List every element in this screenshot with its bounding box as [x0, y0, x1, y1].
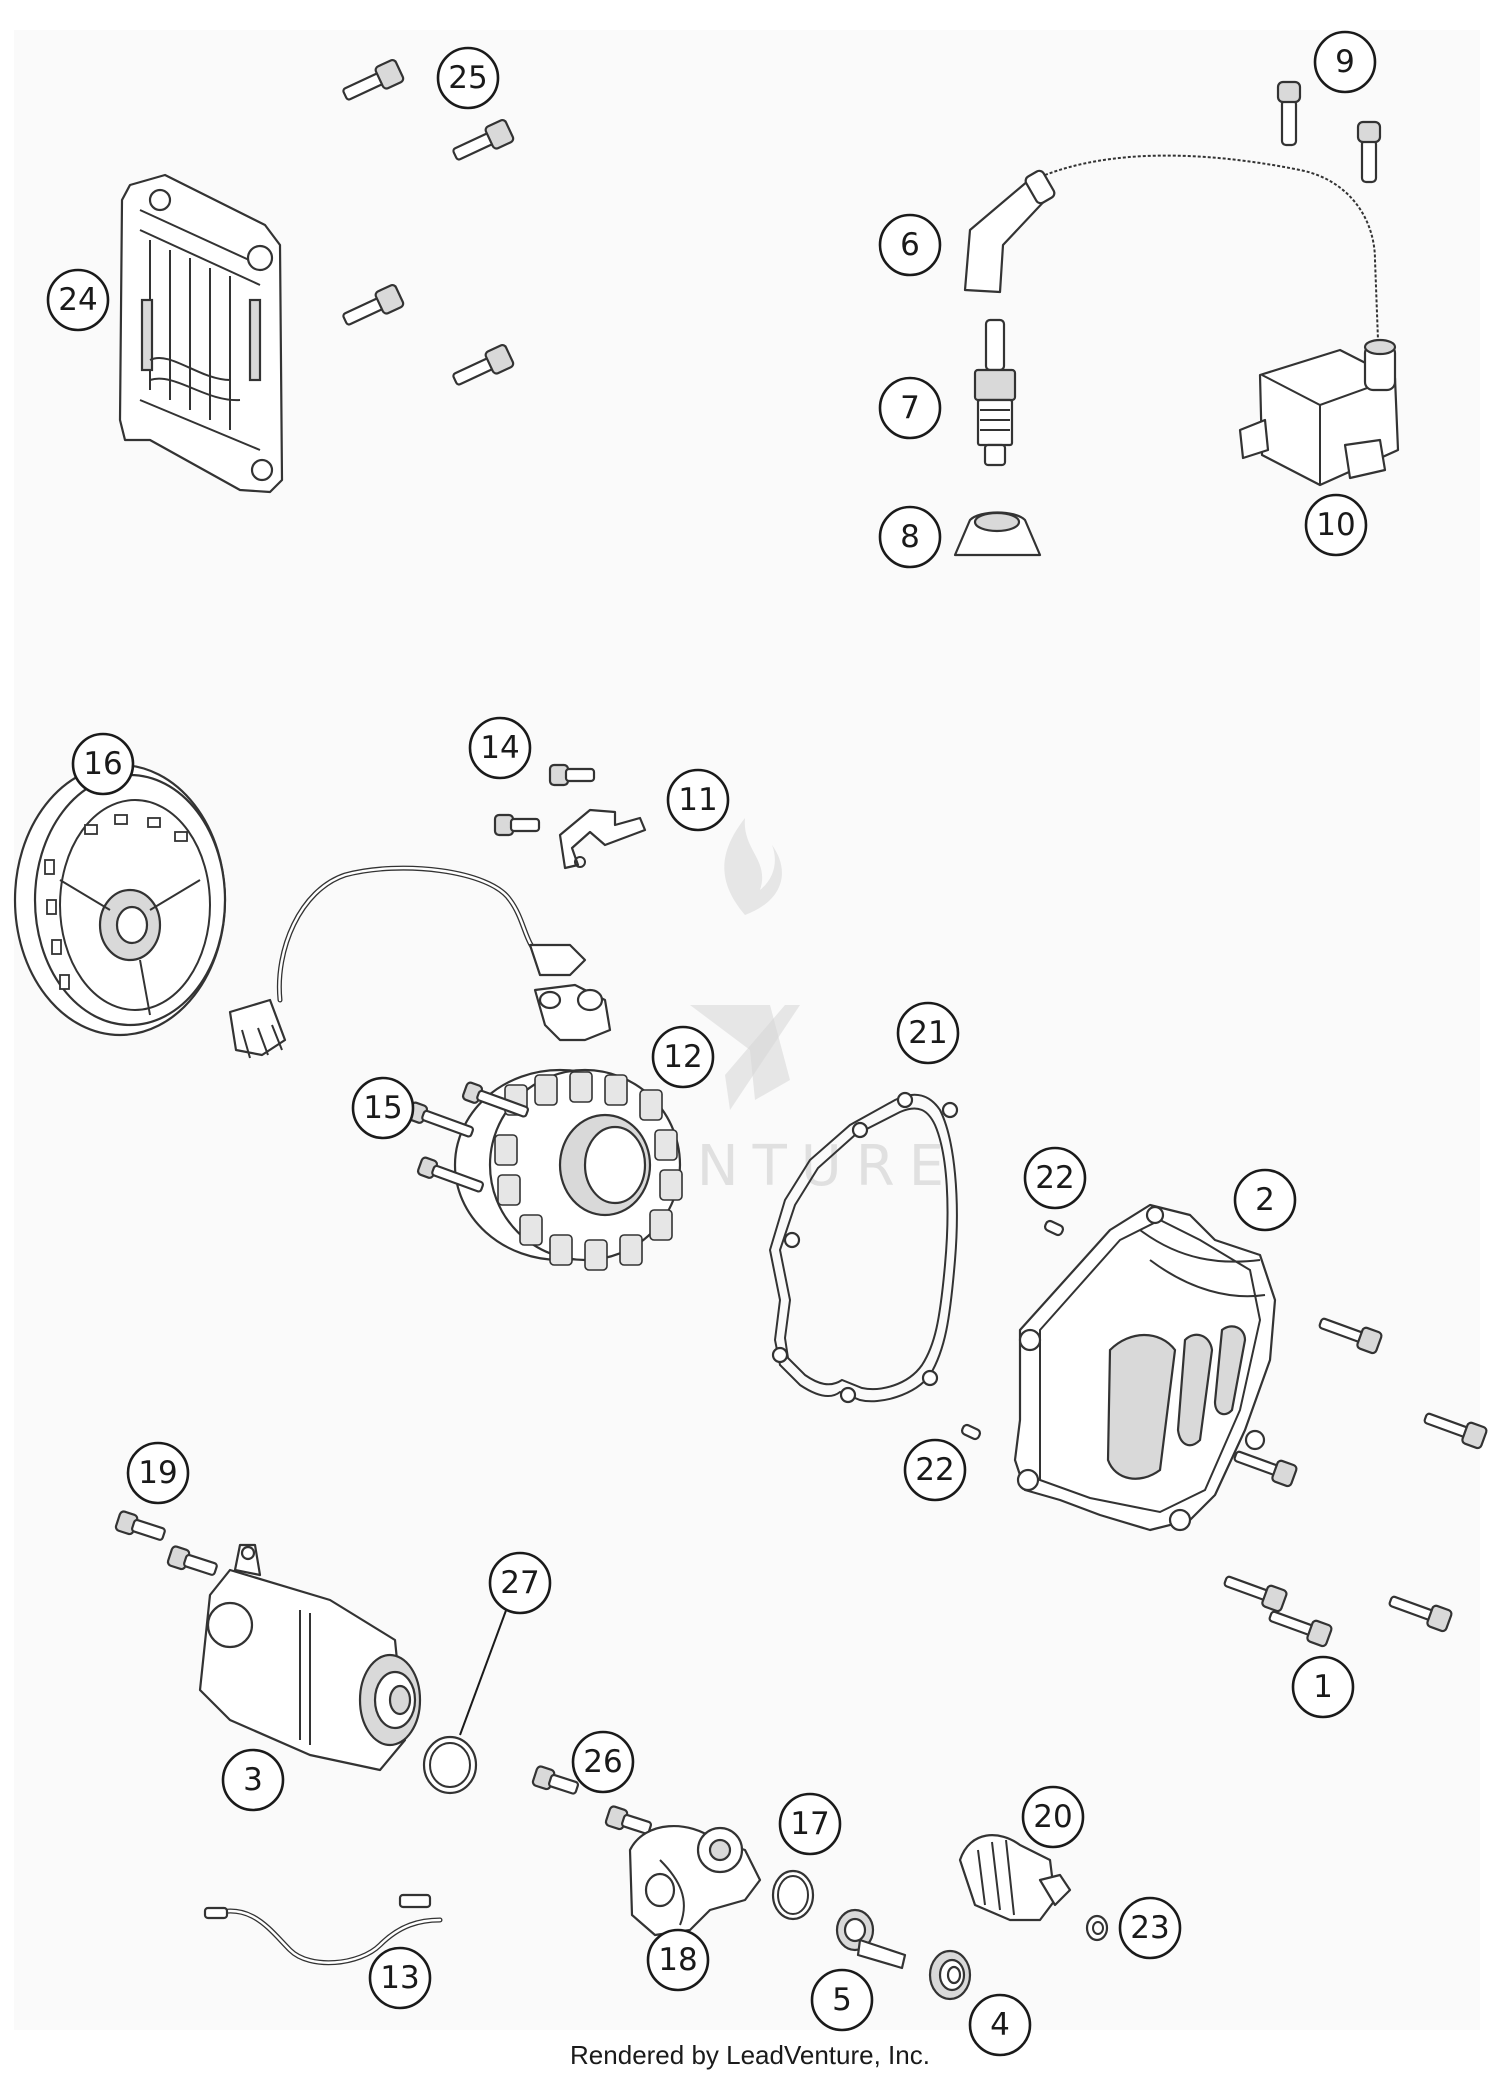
callout-3: 3 — [221, 1748, 285, 1812]
svg-text:17: 17 — [790, 1806, 829, 1842]
svg-text:22: 22 — [915, 1452, 954, 1488]
callout-22-top: 22 — [1023, 1146, 1087, 1210]
svg-text:21: 21 — [908, 1015, 947, 1051]
svg-text:12: 12 — [663, 1039, 702, 1075]
callout-11: 11 — [666, 768, 730, 832]
dowel-pins — [960, 1219, 1065, 1441]
callout-15: 15 — [351, 1076, 415, 1140]
cover-gasket — [768, 1091, 959, 1404]
svg-text:8: 8 — [900, 519, 920, 555]
starter-freewheel — [958, 1834, 1072, 1922]
ignition-coil — [1238, 338, 1400, 487]
svg-text:6: 6 — [900, 227, 920, 263]
callout-19: 19 — [126, 1441, 190, 1505]
svg-text:11: 11 — [678, 782, 717, 818]
generator-cover — [1013, 1203, 1277, 1532]
svg-text:5: 5 — [832, 1982, 852, 2018]
svg-text:22: 22 — [1035, 1160, 1074, 1196]
callout-10: 10 — [1304, 493, 1368, 557]
callout-7: 7 — [878, 376, 942, 440]
callout-20: 20 — [1021, 1785, 1085, 1849]
leader-line — [459, 1604, 509, 1736]
bearing — [928, 1949, 972, 2001]
coil-bolts — [1276, 80, 1382, 184]
svg-text:10: 10 — [1316, 507, 1355, 543]
starter-motor — [198, 1543, 422, 1772]
intermediate-gear — [835, 1908, 907, 1970]
svg-text:7: 7 — [900, 390, 920, 426]
callout-12: 12 — [651, 1025, 715, 1089]
svg-text:4: 4 — [990, 2007, 1010, 2043]
callout-9: 9 — [1313, 30, 1377, 94]
svg-text:13: 13 — [380, 1960, 419, 1996]
callout-22-bottom: 22 — [903, 1438, 967, 1502]
callout-14: 14 — [468, 716, 532, 780]
svg-text:18: 18 — [658, 1942, 697, 1978]
callout-21: 21 — [896, 1001, 960, 1065]
o-ring-large — [422, 1735, 478, 1795]
svg-text:15: 15 — [363, 1090, 402, 1126]
svg-text:14: 14 — [480, 730, 519, 766]
spark-plug-connector — [963, 154, 1379, 341]
footer-credit: Rendered by LeadVenture, Inc. — [570, 2040, 930, 2070]
svg-text:3: 3 — [243, 1762, 263, 1798]
svg-text:16: 16 — [83, 746, 122, 782]
callout-2: 2 — [1233, 1168, 1297, 1232]
callout-6: 6 — [878, 213, 942, 277]
callout-13: 13 — [368, 1946, 432, 2010]
flywheel — [13, 763, 227, 1037]
stator — [228, 865, 683, 1271]
control-unit — [118, 173, 284, 494]
washer — [1085, 1914, 1109, 1942]
callout-5: 5 — [810, 1968, 874, 2032]
watermark-logo — [690, 818, 800, 1110]
clamp-screws — [493, 763, 596, 837]
svg-text:25: 25 — [448, 60, 487, 96]
callout-16: 16 — [71, 732, 135, 796]
spark-plug — [973, 318, 1017, 467]
callout-17: 17 — [778, 1792, 842, 1856]
svg-text:27: 27 — [500, 1565, 539, 1601]
svg-text:24: 24 — [58, 282, 97, 318]
callout-26: 26 — [571, 1730, 635, 1794]
ecu-screws — [342, 58, 515, 386]
callout-24: 24 — [46, 268, 110, 332]
housing-screws — [531, 1765, 653, 1835]
svg-text:1: 1 — [1313, 1669, 1333, 1705]
callout-25: 25 — [436, 46, 500, 110]
intermediate-gear-housing — [628, 1824, 762, 1937]
svg-text:20: 20 — [1033, 1799, 1072, 1835]
svg-text:19: 19 — [138, 1455, 177, 1491]
svg-text:26: 26 — [583, 1744, 622, 1780]
callout-8: 8 — [878, 505, 942, 569]
starter-screws — [114, 1510, 218, 1576]
svg-text:23: 23 — [1130, 1910, 1169, 1946]
callout-1: 1 — [1291, 1655, 1355, 1719]
svg-text:9: 9 — [1335, 44, 1355, 80]
cover-bolts — [1223, 1317, 1488, 1648]
stator-screws — [406, 1081, 529, 1193]
starter-cable — [203, 1893, 443, 1966]
cable-clamp — [558, 808, 647, 870]
plug-seal — [953, 511, 1042, 557]
svg-text:2: 2 — [1255, 1182, 1275, 1218]
o-ring-small — [771, 1869, 815, 1921]
callout-23: 23 — [1118, 1896, 1182, 1960]
callout-18: 18 — [646, 1928, 710, 1992]
callout-4: 4 — [968, 1993, 1032, 2057]
callout-27: 27 — [488, 1551, 552, 1615]
